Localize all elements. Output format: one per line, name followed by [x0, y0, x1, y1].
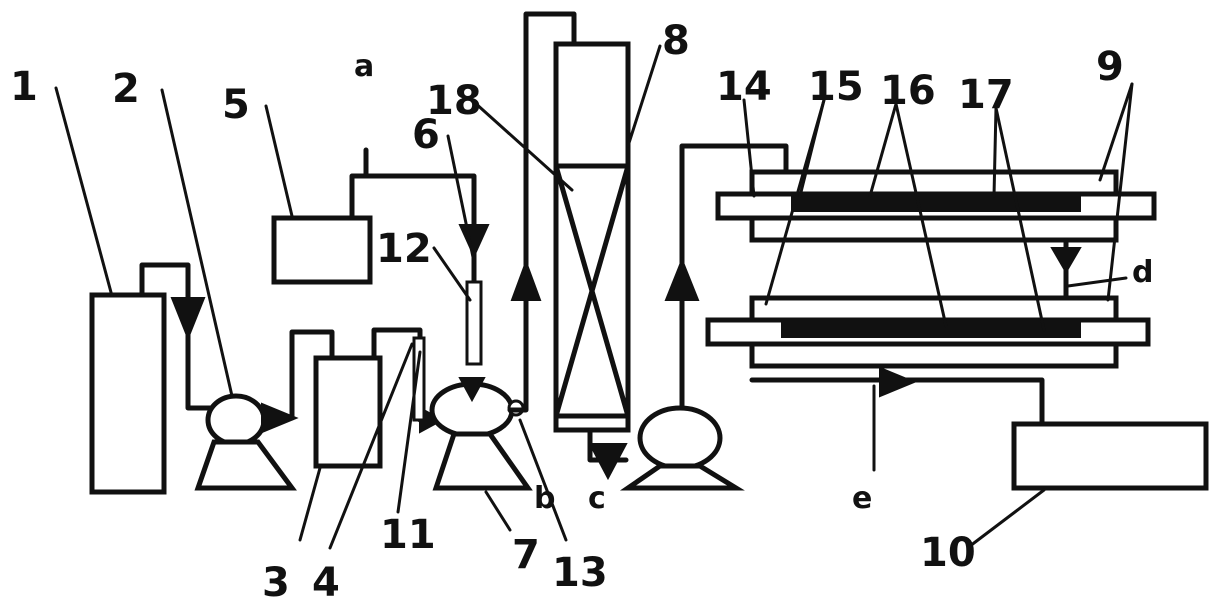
leader-d: [1066, 276, 1128, 288]
label-16: 16: [880, 68, 936, 114]
leader-6: [446, 134, 476, 264]
label-17: 17: [958, 72, 1014, 118]
leader-17b: [994, 106, 1046, 332]
label-8: 8: [662, 18, 690, 64]
pipe-tank3-to-pump7: [371, 327, 439, 423]
label-6: 6: [412, 112, 440, 158]
label-15: 15: [808, 64, 864, 110]
leader-16a: [868, 102, 898, 198]
label-b: b: [534, 481, 555, 516]
leader-2: [160, 88, 234, 398]
leader-18: [472, 100, 574, 192]
flow-arrow-d: [1050, 247, 1082, 274]
leader-9a: [1098, 82, 1134, 182]
leader-5: [264, 104, 294, 218]
pipe-pump2-to-tank3: [289, 329, 335, 421]
leader-12: [432, 246, 472, 302]
label-9: 9: [1096, 44, 1124, 90]
leader-15b: [764, 98, 826, 306]
leader-10: [968, 488, 1046, 548]
label-5: 5: [222, 82, 250, 128]
tank-1: [89, 292, 167, 495]
flow-arrow-e: [879, 366, 917, 398]
label-12: 12: [376, 226, 432, 272]
leader-8: [626, 44, 662, 148]
label-e: e: [852, 481, 872, 516]
collector-10: [1011, 421, 1209, 491]
pipe-tank1-to-pump2: [139, 262, 213, 411]
label-d: d: [1132, 255, 1153, 290]
label-7: 7: [512, 532, 540, 578]
leader-11: [396, 350, 422, 514]
leader-9b: [1106, 82, 1134, 302]
reactor-lower-electrode: [781, 322, 1081, 338]
pump-circulation: [637, 405, 723, 471]
leader-3: [298, 466, 322, 542]
flow-arrow-tank1: [170, 297, 206, 341]
label-14: 14: [716, 64, 772, 110]
label-2: 2: [112, 66, 140, 112]
label-c: c: [588, 481, 606, 516]
leader-16b: [894, 102, 948, 328]
packing-cross-2: [553, 163, 631, 419]
leader-14: [742, 98, 756, 198]
leader-7: [484, 490, 512, 532]
leader-13: [518, 418, 568, 542]
pipe-column-top-loop: [523, 11, 577, 268]
label-a: a: [354, 49, 374, 84]
pipe-to-collector: [749, 377, 1045, 427]
label-11: 11: [380, 512, 436, 558]
flow-arrow-pump7-in: [458, 377, 486, 403]
pump-7-base: [432, 431, 533, 491]
column-8-packing: [553, 163, 631, 419]
tube-12: [465, 280, 483, 366]
pump-circulation-base: [619, 463, 745, 491]
pump-2-base: [194, 439, 297, 491]
tube-4-11: [412, 336, 426, 422]
label-3: 3: [262, 560, 290, 606]
box-5: [271, 215, 373, 285]
flow-arrow-c: [588, 443, 628, 481]
leader-17a: [992, 106, 998, 198]
label-4: 4: [312, 560, 340, 606]
label-13: 13: [552, 550, 608, 596]
reactor-upper-electrode: [791, 196, 1081, 212]
leader-1: [54, 86, 114, 298]
label-1: 1: [10, 64, 38, 110]
flow-arrow-column-up: [510, 259, 542, 301]
label-10: 10: [920, 530, 976, 576]
pipe-pump7-to-column8: [507, 277, 529, 413]
leader-4: [328, 342, 414, 550]
flow-arrow-reactor-up: [664, 257, 700, 301]
label-18: 18: [426, 78, 482, 124]
flow-arrow-a: [458, 224, 490, 259]
pump-2: [205, 393, 267, 447]
flow-arrow-pump2: [261, 402, 299, 434]
